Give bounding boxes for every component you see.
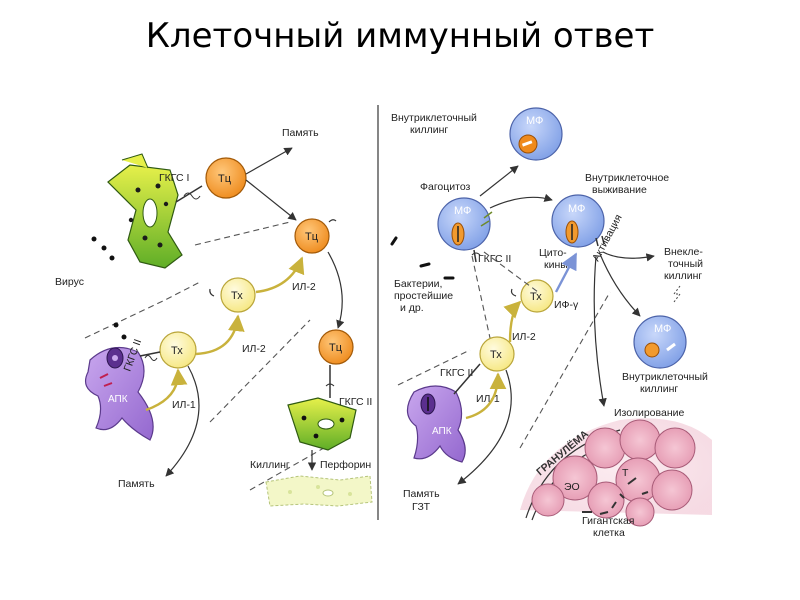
tc-cell	[205, 157, 247, 199]
dashed-separator	[519, 291, 611, 449]
slide-title: Клеточный иммунный ответ	[145, 16, 655, 56]
label-bacteria-3: и др.	[400, 302, 424, 314]
arrow	[245, 147, 293, 175]
mf-label: МФ	[454, 205, 471, 217]
label-gkgs2: ГКГС II	[478, 253, 511, 265]
right-panel: Внутриклеточный киллинг МФ Фагоцитоз Вну…	[390, 107, 712, 539]
label-il2: ИЛ-2	[292, 281, 316, 293]
dashed-separator	[209, 319, 311, 423]
mf-label: МФ	[568, 203, 585, 215]
mhc-receptor	[175, 185, 203, 203]
label-extracellular-3: киллинг	[664, 270, 702, 282]
apc-label: АПК	[432, 426, 452, 437]
tc-label: Тц	[218, 173, 232, 185]
th-label: Тх	[490, 349, 502, 361]
dashed-separator	[397, 349, 471, 386]
th-cell	[220, 277, 256, 313]
label-extracellular-2: точный	[668, 258, 703, 270]
label-il1: ИЛ-1	[476, 393, 500, 405]
il2-arrow	[503, 300, 522, 343]
label-memory: Память	[118, 478, 155, 490]
label-extracellular-1: Внекле-	[664, 246, 703, 258]
mf-cell	[551, 194, 605, 248]
tc-cell	[294, 218, 330, 254]
th-label: Тх	[530, 291, 542, 303]
label-killing: Киллинг	[250, 459, 290, 471]
mf-label: МФ	[526, 115, 543, 127]
label-memory: Память	[282, 127, 319, 139]
label-memory-gzt-2: ГЗТ	[412, 501, 431, 513]
label-bacteria-2: простейшие	[394, 290, 453, 302]
label-cytokines-2: кины	[544, 259, 568, 271]
infected-cell-top	[107, 153, 183, 269]
label-intracellular-killing-1: Внутриклеточный	[391, 112, 477, 124]
th-label: Тх	[231, 290, 243, 302]
dashed-separator	[84, 281, 201, 339]
arrow	[165, 365, 200, 477]
left-panel: ГКГС I Тц Память Тц Тц Вирус Тх ИЛ-2 Тх …	[55, 127, 373, 507]
label-gkgs1: ГКГС I	[159, 172, 189, 184]
il1-arrow	[145, 368, 188, 412]
label-giant-cell-2: клетка	[593, 527, 625, 539]
mf-label: МФ	[654, 323, 671, 335]
label-il2: ИЛ-2	[242, 343, 266, 355]
label-gkgs2-b: ГКГС II	[440, 367, 473, 379]
label-survival-1: Внутриклеточное	[585, 172, 669, 184]
label-eo: ЭО	[564, 481, 580, 493]
arrow	[245, 179, 297, 221]
dashed-connector	[471, 255, 491, 339]
arrow	[457, 369, 512, 485]
label-virus: Вирус	[55, 276, 84, 288]
dashed-connector	[483, 251, 539, 293]
label-cytokines-1: Цито-	[539, 247, 567, 259]
cytokine-arrow	[554, 252, 578, 293]
infected-cell-bottom	[287, 397, 357, 451]
arrow	[593, 255, 607, 407]
granuloma	[520, 418, 712, 527]
label-t: Т	[622, 467, 629, 479]
label-il2: ИЛ-2	[512, 331, 536, 343]
mf-cell	[437, 197, 491, 251]
tc-label: Тц	[305, 231, 319, 243]
label-intracellular-killing-b1: Внутриклеточный	[622, 371, 708, 383]
th-cell	[159, 331, 197, 369]
tc-label: Тц	[329, 342, 343, 354]
arrow	[489, 193, 553, 209]
label-perforin: Перфорин	[320, 459, 371, 471]
apc-cell	[406, 385, 466, 463]
il2-arrow	[195, 314, 245, 356]
label-intracellular-killing-b2: киллинг	[640, 383, 678, 395]
label-gkgs2: ГКГС II	[339, 396, 372, 408]
th-cell	[479, 336, 515, 372]
arrow	[327, 251, 345, 329]
th-label: Тх	[171, 345, 183, 357]
dashed-separator	[194, 221, 291, 246]
tc-cell	[318, 329, 354, 365]
arrow	[479, 165, 519, 197]
label-memory-gzt-1: Память	[403, 488, 440, 500]
label-bacteria-1: Бактерии,	[394, 278, 442, 290]
label-giant-cell-1: Гигантская	[582, 515, 635, 527]
arrow	[599, 253, 641, 317]
arrow	[602, 251, 655, 262]
label-intracellular-killing-2: киллинг	[410, 124, 448, 136]
label-survival-2: выживание	[592, 184, 647, 196]
label-il1: ИЛ-1	[172, 399, 196, 411]
label-if: ИФ-γ	[554, 299, 579, 311]
apc-label: АПК	[108, 394, 128, 405]
th-cell	[520, 279, 554, 313]
label-phagocytosis: Фагоцитоз	[420, 181, 471, 193]
il1-arrow	[465, 372, 507, 420]
label-isolation: Изолирование	[614, 407, 684, 419]
dead-cell	[265, 475, 373, 507]
il2-arrow	[255, 256, 305, 294]
